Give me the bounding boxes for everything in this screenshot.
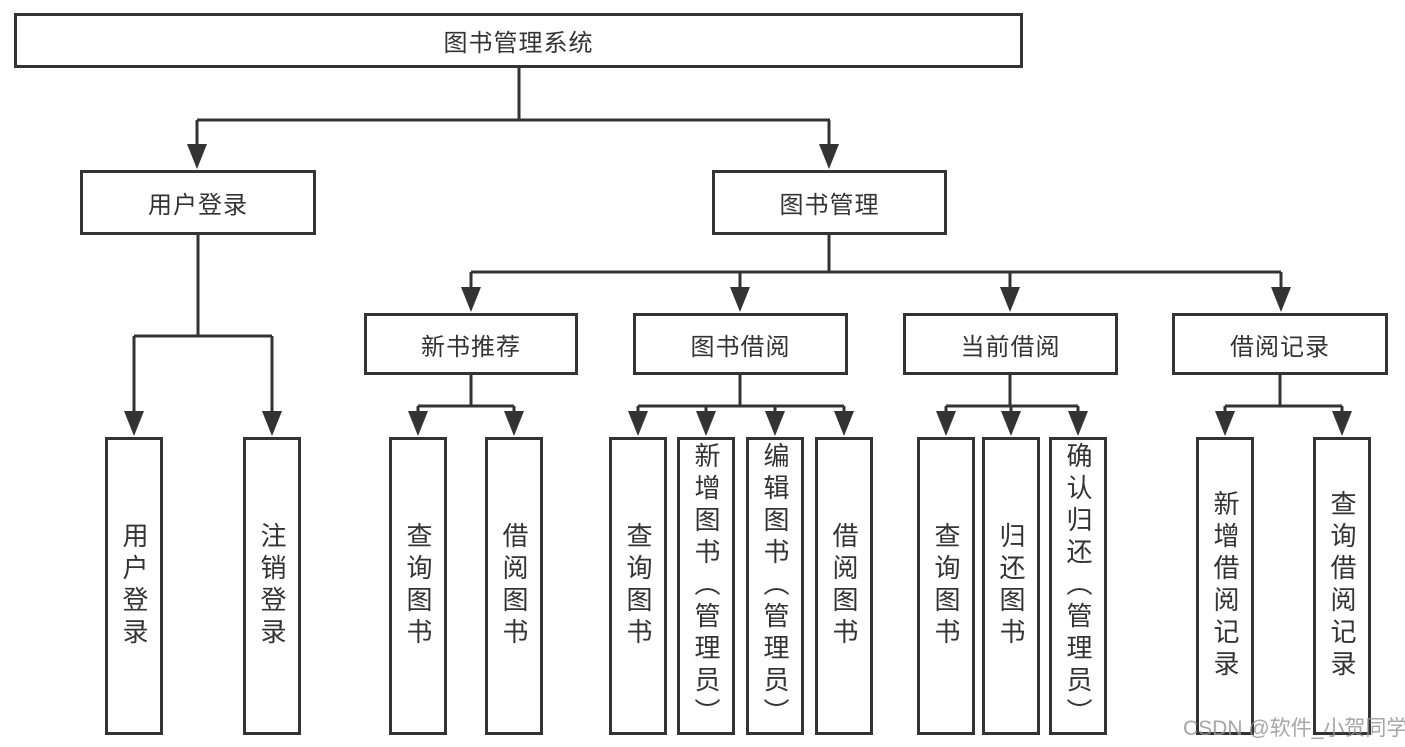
node-label: 查询图书 <box>931 522 961 650</box>
edge-user-login-children <box>124 235 282 436</box>
edge-root <box>187 68 839 169</box>
node-label: 借阅图书 <box>499 522 529 650</box>
leaf-return-books: 归还图书 <box>982 437 1040 735</box>
node-label: 图书借阅 <box>690 333 791 361</box>
node-label: 查询借阅记录 <box>1327 490 1357 682</box>
node-label: 用户登录 <box>148 192 248 219</box>
node-label: 新增借阅记录 <box>1210 490 1240 682</box>
leaf-query-books-1: 查询图书 <box>389 437 447 735</box>
node-book-management: 图书管理 <box>712 170 947 235</box>
edge-borrowing-records-children <box>1215 375 1352 436</box>
leaf-edit-books-admin: 编辑图书（管理员） <box>746 437 804 735</box>
node-new-book-recommendation: 新书推荐 <box>364 313 578 375</box>
leaf-user-login: 用户登录 <box>105 437 163 735</box>
leaf-logout: 注销登录 <box>243 437 301 735</box>
node-borrowing-records: 借阅记录 <box>1172 313 1388 375</box>
leaf-add-books-admin: 新增图书（管理员） <box>677 437 735 735</box>
leaf-confirm-return-admin: 确认归还（管理员） <box>1049 437 1107 735</box>
leaf-add-borrow-record: 新增借阅记录 <box>1196 437 1254 735</box>
edge-book-management-children <box>461 235 1291 312</box>
node-label: 借阅图书 <box>829 522 859 650</box>
leaf-query-books-2: 查询图书 <box>609 437 667 735</box>
node-label: 新书推荐 <box>421 333 521 361</box>
edge-new-book-children <box>408 375 524 436</box>
node-label: 编辑图书（管理员） <box>760 442 790 730</box>
edge-book-borrowing-children <box>628 375 854 436</box>
node-library-management-system: 图书管理系统 <box>14 13 1023 68</box>
node-label: 查询图书 <box>623 522 653 650</box>
node-user-login: 用户登录 <box>80 170 316 235</box>
watermark-text: CSDN @软件_小贺同学 <box>1183 717 1405 740</box>
node-book-borrowing: 图书借阅 <box>633 313 848 375</box>
node-label: 借阅记录 <box>1230 333 1330 361</box>
node-current-borrowing: 当前借阅 <box>903 313 1118 375</box>
node-label: 当前借阅 <box>960 333 1061 361</box>
node-label: 新增图书（管理员） <box>691 442 721 730</box>
leaf-borrow-books-2: 借阅图书 <box>815 437 873 735</box>
node-label: 用户登录 <box>119 522 149 650</box>
node-label: 归还图书 <box>996 522 1026 650</box>
leaf-query-borrow-record: 查询借阅记录 <box>1313 437 1371 735</box>
edge-current-borrowing-children <box>936 375 1088 436</box>
node-label: 注销登录 <box>257 522 287 650</box>
node-label: 确认归还（管理员） <box>1063 442 1093 730</box>
node-label: 图书管理 <box>779 192 880 219</box>
node-label: 图书管理系统 <box>443 30 594 57</box>
leaf-borrow-books-1: 借阅图书 <box>485 437 543 735</box>
leaf-query-books-3: 查询图书 <box>917 437 975 735</box>
node-label: 查询图书 <box>403 522 433 650</box>
